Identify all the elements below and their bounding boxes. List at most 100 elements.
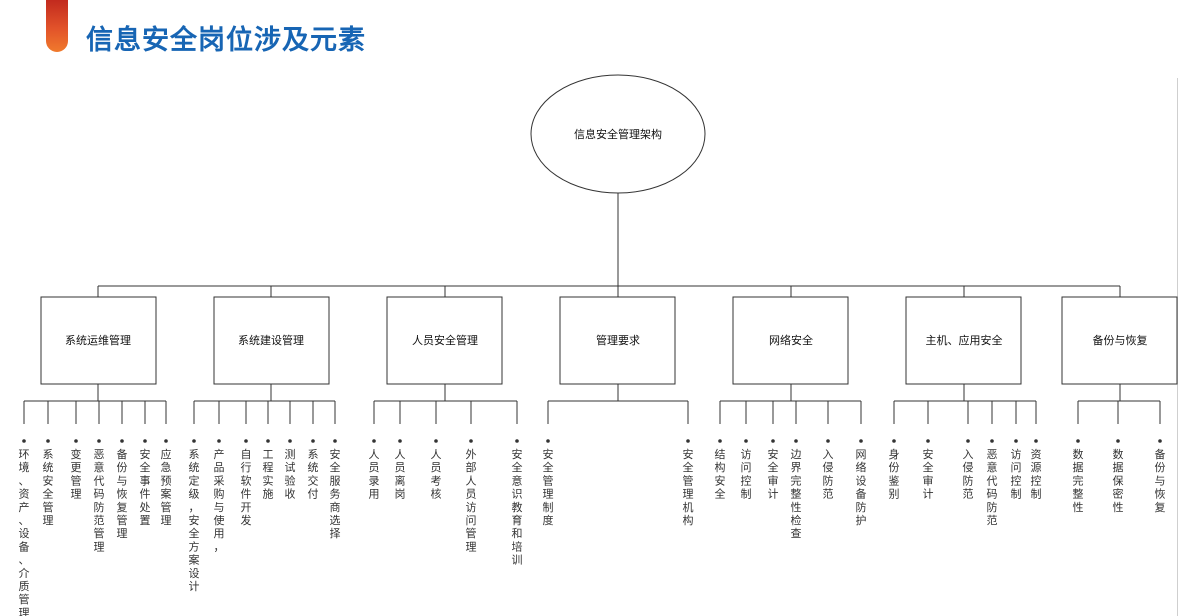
- bullet-icon: [546, 439, 550, 443]
- bullet-icon: [120, 439, 124, 443]
- leaf-item: 资源控制: [1031, 401, 1042, 501]
- leaf-item: 身份鉴别: [889, 401, 900, 501]
- bullet-icon: [434, 439, 438, 443]
- leaf-item: 外部人员访问管理: [466, 401, 477, 553]
- category-label: 网络安全: [769, 333, 813, 347]
- bullet-icon: [22, 439, 26, 443]
- leaf-label: 系统交付: [308, 448, 319, 501]
- leaf-group: 人员录用 人员离岗 人员考核 外部人员访问管理 安全意识教育和培训: [369, 384, 523, 567]
- bullet-icon: [1116, 439, 1120, 443]
- category-label: 备份与恢复: [1093, 333, 1148, 347]
- leaf-label: 工程实施: [263, 448, 274, 501]
- bullet-icon: [1158, 439, 1162, 443]
- leaf-item: 恶意代码防范: [987, 401, 998, 527]
- leaf-item: 产品采购与使用，: [214, 401, 225, 553]
- page-title: 信息安全岗位涉及元素: [86, 25, 366, 56]
- leaf-label: 测试验收: [285, 448, 296, 501]
- leaf-item: 恶意代码防范管理: [94, 401, 105, 553]
- category-box: [905, 296, 1022, 385]
- category-label: 主机、应用安全: [926, 333, 1003, 347]
- leaf-label: 数据完整性: [1073, 448, 1084, 514]
- leaf-label: 自行软件开发: [241, 448, 252, 527]
- leaf-item: 边界完整性检查: [791, 401, 802, 540]
- leaf-label: 环境、资产、设备、介质管理；: [19, 448, 30, 616]
- leaf-label: 应急预案管理: [161, 447, 172, 527]
- bullet-icon: [311, 439, 315, 443]
- leaf-item: 安全意识教育和培训: [512, 401, 523, 567]
- leaf-item: 安全服务商选择: [330, 401, 341, 540]
- category-box: [559, 296, 676, 385]
- leaf-label: 安全审计: [768, 447, 779, 501]
- root-label: 信息安全管理架构: [574, 127, 662, 141]
- leaf-label: 访问控制: [741, 448, 752, 501]
- bullet-icon: [966, 439, 970, 443]
- bullet-icon: [794, 439, 798, 443]
- bullet-icon: [926, 439, 930, 443]
- leaf-label: 安全服务商选择: [330, 447, 341, 540]
- bullet-icon: [97, 439, 101, 443]
- connector-lines: [97, 193, 1121, 297]
- leaf-item: 系统安全管理: [43, 401, 54, 527]
- leaf-item: 访问控制: [1011, 401, 1022, 501]
- leaf-label: 人员离岗: [395, 448, 406, 501]
- leaf-label: 访问控制: [1011, 448, 1022, 501]
- leaf-item: 安全管理机构: [683, 401, 694, 527]
- leaf-label: 资源控制: [1031, 448, 1042, 501]
- leaf-item: 安全审计: [923, 401, 934, 501]
- leaf-item: 备份与恢复管理: [117, 401, 128, 540]
- leaf-item: 人员录用: [369, 401, 380, 501]
- leaf-label: 入侵防范: [823, 448, 834, 501]
- leaf-label: 人员录用: [369, 448, 380, 501]
- category-box: [213, 296, 330, 385]
- leaf-item: 测试验收: [285, 401, 296, 501]
- category-box: [386, 296, 503, 385]
- leaf-item: 应急预案管理: [161, 401, 172, 527]
- leaf-group: 结构安全 访问控制 安全审计 边界完整性检查 入侵防范 网络设备防护: [715, 384, 867, 540]
- bullet-icon: [244, 439, 248, 443]
- category-node-backup: 备份与恢复: [1061, 296, 1178, 385]
- leaf-item: 入侵防范: [963, 401, 974, 501]
- bullet-icon: [164, 439, 168, 443]
- category-node-ops: 系统运维管理: [40, 296, 157, 385]
- category-node-personnel: 人员安全管理: [386, 296, 503, 385]
- leaf-item: 变更管理: [71, 401, 82, 501]
- bullet-icon: [469, 439, 473, 443]
- bullet-icon: [217, 439, 221, 443]
- category-box: [1061, 296, 1178, 385]
- leaf-label: 备份与恢复管理: [117, 447, 128, 540]
- leaf-label: 人员考核: [431, 448, 442, 501]
- leaf-label: 安全意识教育和培训: [512, 447, 523, 567]
- leaf-label: 结构安全: [715, 448, 726, 501]
- bullet-icon: [771, 439, 775, 443]
- title-accent-bar: [46, 0, 68, 52]
- category-label: 系统运维管理: [65, 333, 131, 347]
- leaf-label: 安全审计: [923, 447, 934, 501]
- leaf-label: 系统定级，安全方案设计: [189, 448, 200, 593]
- leaf-label: 恶意代码防范: [987, 448, 998, 527]
- bullet-icon: [859, 439, 863, 443]
- bullet-icon: [333, 439, 337, 443]
- leaf-item: 访问控制: [741, 401, 752, 501]
- leaf-group: 环境、资产、设备、介质管理； 系统安全管理 变更管理 恶意代码防范管理 备份与恢复管理 安…: [19, 384, 172, 616]
- leaf-item: 系统定级，安全方案设计: [189, 401, 200, 593]
- leaf-item: 自行软件开发: [241, 401, 252, 527]
- leaf-label: 网络设备防护: [856, 448, 867, 527]
- leaf-label: 恶意代码防范管理: [94, 448, 105, 553]
- leaf-label: 系统安全管理: [43, 448, 54, 527]
- leaf-label: 身份鉴别: [889, 447, 900, 501]
- leaf-label: 入侵防范: [963, 448, 974, 501]
- bullet-icon: [892, 439, 896, 443]
- bullet-icon: [744, 439, 748, 443]
- bullet-icon: [288, 439, 292, 443]
- bullet-icon: [515, 439, 519, 443]
- leaf-label: 安全管理机构: [683, 447, 694, 527]
- bullet-icon: [826, 439, 830, 443]
- leaf-item: 安全事件处置: [140, 401, 151, 527]
- category-node-host-app: 主机、应用安全: [905, 296, 1022, 385]
- category-label: 系统建设管理: [238, 333, 304, 347]
- leaf-layer: 环境、资产、设备、介质管理； 系统安全管理 变更管理 恶意代码防范管理 备份与恢复管理 安…: [19, 384, 1166, 616]
- leaf-label: 变更管理: [71, 447, 82, 501]
- leaf-label: 备份与恢复: [1155, 447, 1166, 514]
